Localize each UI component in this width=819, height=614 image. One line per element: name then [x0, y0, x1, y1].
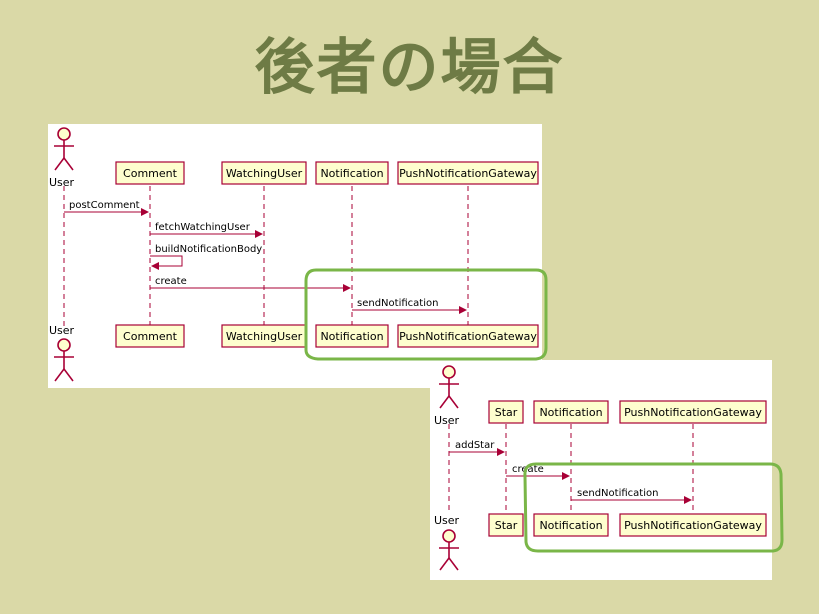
participant-star-top: Star — [495, 406, 518, 419]
message-postcomment-label: postComment — [69, 200, 140, 211]
sequence-diagram-star: User Star Notification PushNotificationG… — [430, 360, 772, 580]
actor-user-top-label: User — [49, 176, 75, 189]
message-create-label: create — [512, 464, 544, 475]
actor-user-bottom-icon — [54, 338, 74, 382]
actor-user-top-label: User — [434, 414, 460, 427]
sequence-diagram-comment: User Comment WatchingUser Notification P… — [48, 124, 542, 388]
participant-notification-top: Notification — [539, 406, 602, 419]
participant-notification-bottom: Notification — [539, 519, 602, 532]
slide-title: 後者の場合 — [254, 33, 565, 103]
actor-user-bottom-label: User — [49, 324, 75, 337]
participant-gateway-top: PushNotificationGateway — [624, 406, 762, 419]
actor-user-bottom-label: User — [434, 514, 460, 527]
message-sendnotification-label: sendNotification — [577, 488, 658, 499]
message-addstar-label: addStar — [455, 440, 495, 451]
actor-user-bottom-icon — [439, 529, 459, 571]
actor-user-top-icon — [54, 127, 74, 171]
participant-watchinguser-top: WatchingUser — [226, 167, 303, 180]
message-fetchwatchinguser-label: fetchWatchingUser — [155, 222, 251, 233]
participant-star-bottom: Star — [495, 519, 518, 532]
participant-gateway-bottom: PushNotificationGateway — [624, 519, 762, 532]
participant-comment-bottom: Comment — [123, 330, 178, 343]
participant-notification-top: Notification — [320, 167, 383, 180]
participant-comment-top: Comment — [123, 167, 178, 180]
actor-user-top-icon — [439, 365, 459, 409]
participant-notification-bottom: Notification — [320, 330, 383, 343]
message-sendnotification-label: sendNotification — [357, 298, 438, 309]
message-create-label: create — [155, 276, 187, 287]
participant-gateway-top: PushNotificationGateway — [399, 167, 537, 180]
message-buildnotificationbody-label: buildNotificationBody — [155, 244, 262, 255]
message-buildnotificationbody-arrow — [150, 255, 183, 267]
participant-watchinguser-bottom: WatchingUser — [226, 330, 303, 343]
participant-gateway-bottom: PushNotificationGateway — [399, 330, 537, 343]
